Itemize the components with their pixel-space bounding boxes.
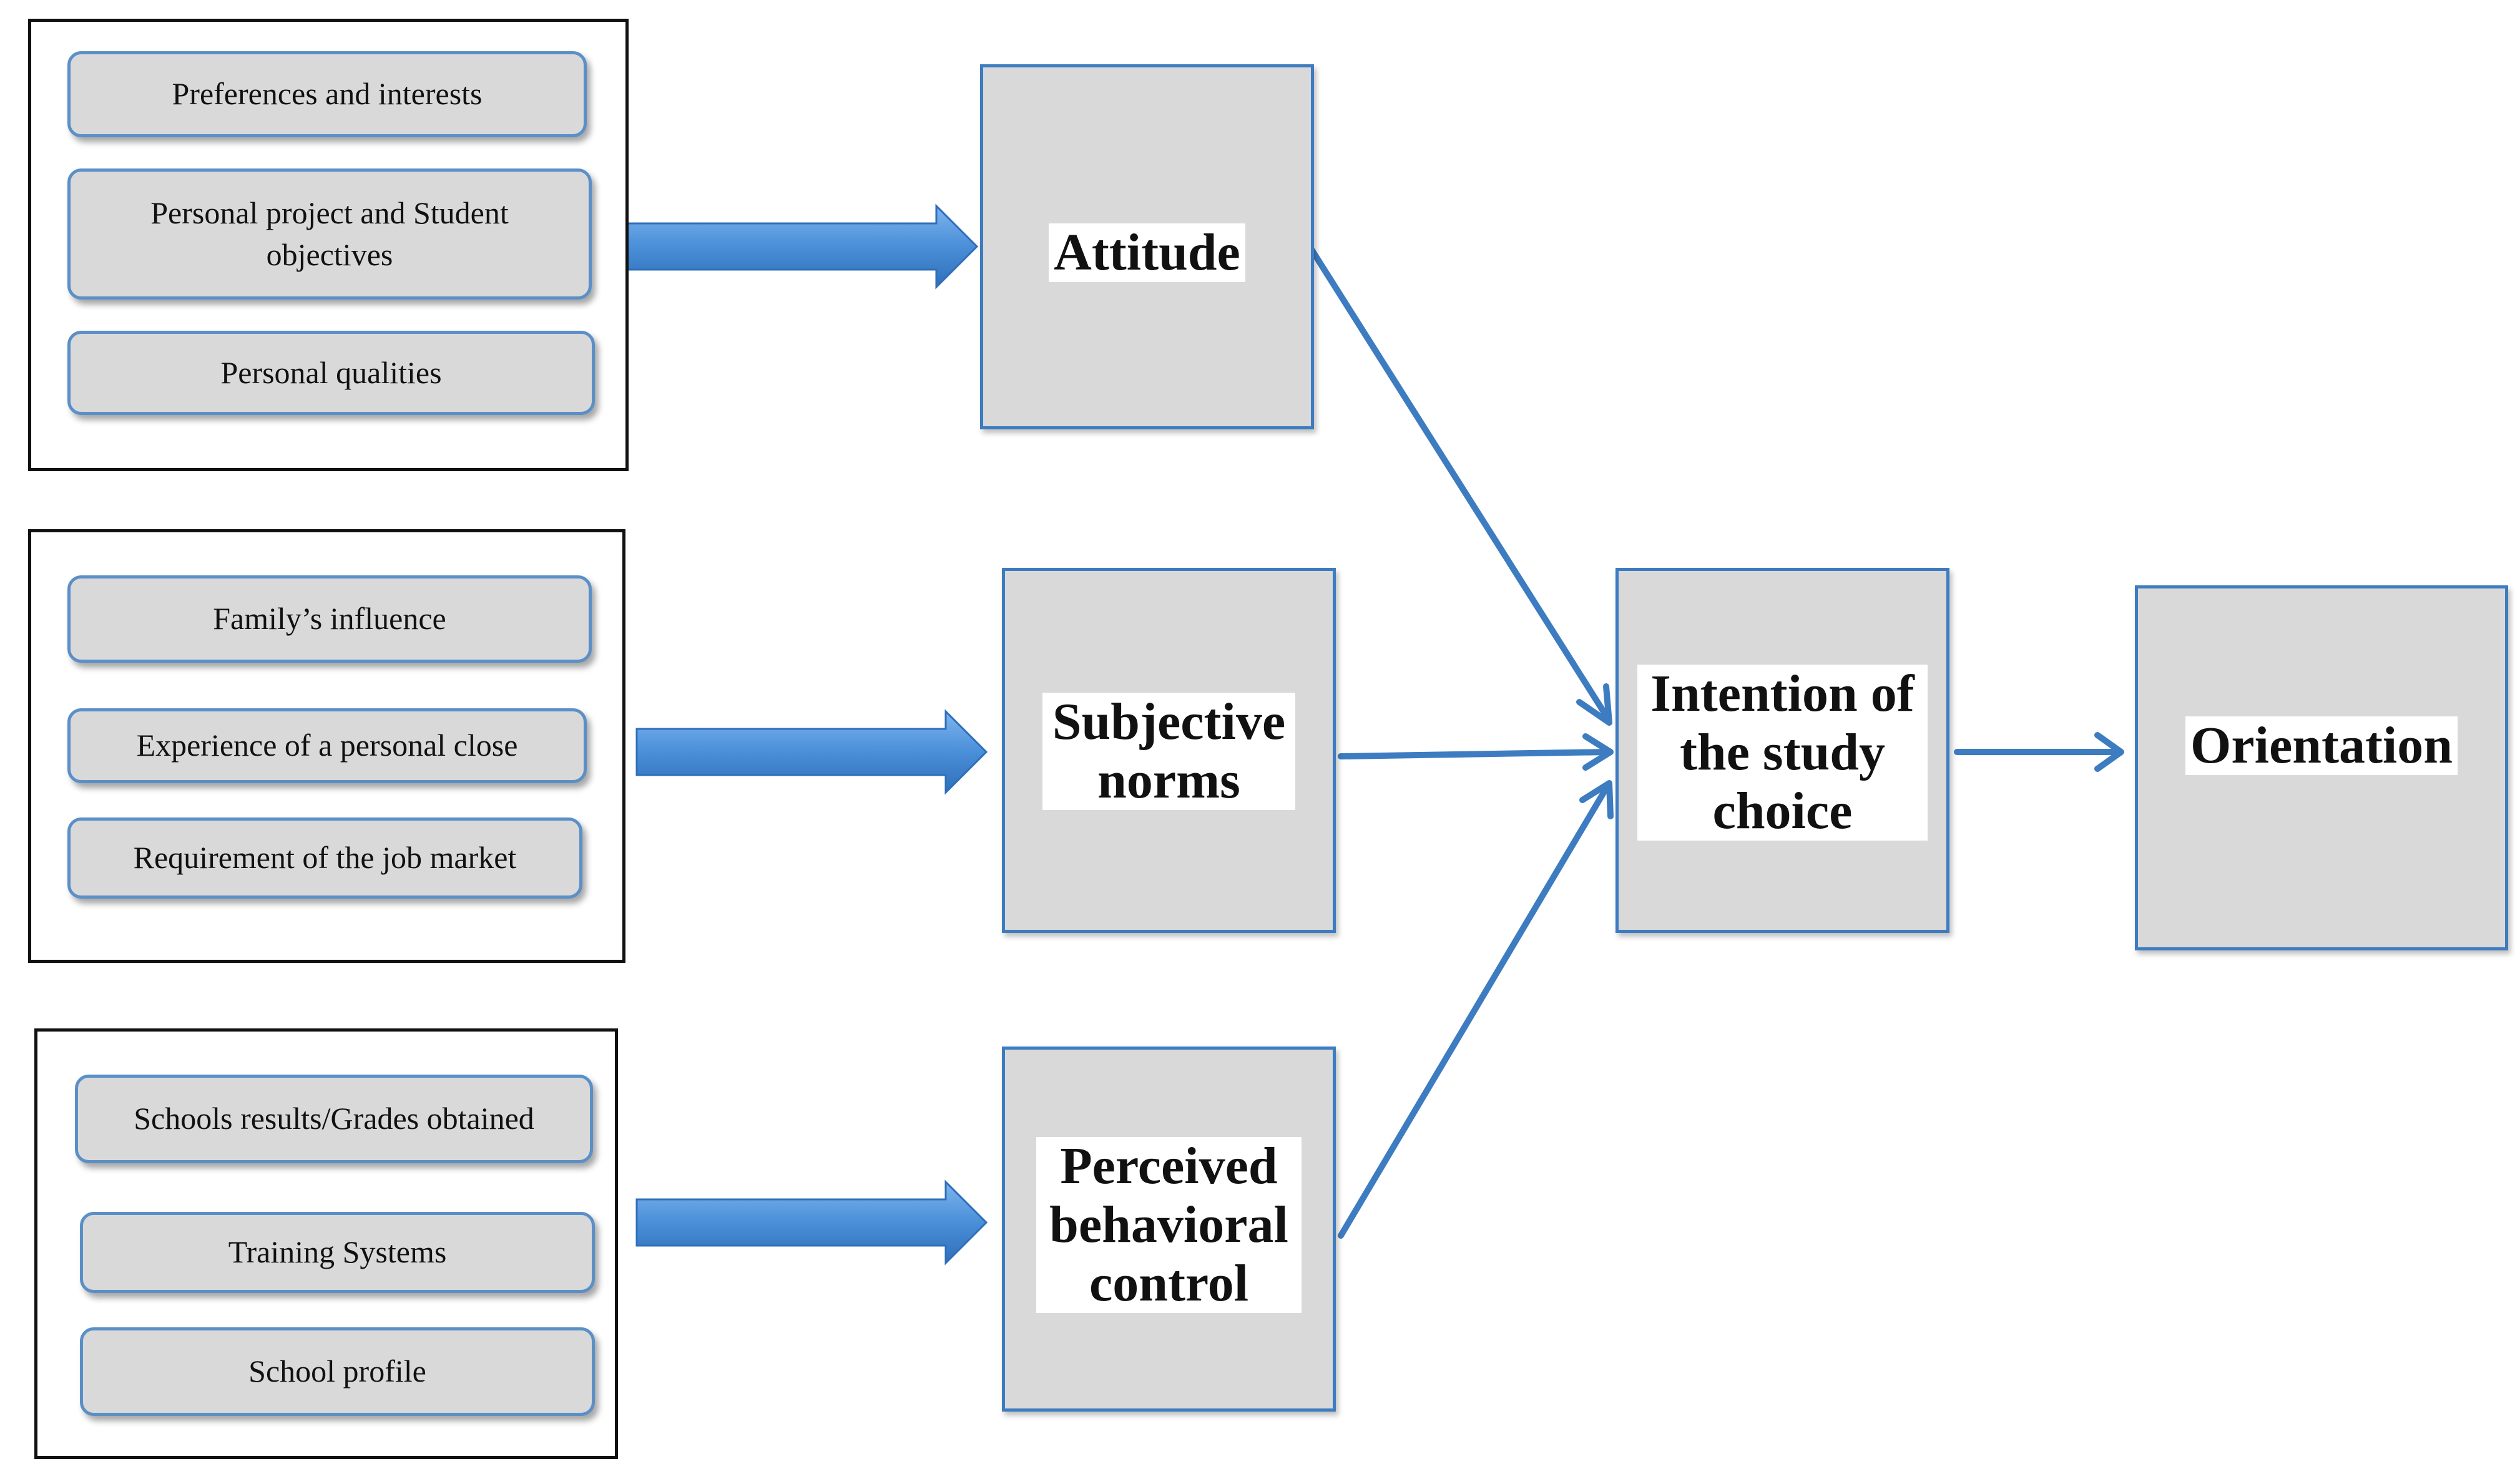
factor-personal-project: Personal project and Student objectives (67, 168, 592, 300)
perceived-behavioral-control-label: Perceived behavioral control (1036, 1137, 1302, 1314)
factor-training-systems: Training Systems (80, 1212, 595, 1293)
arrow-attitude-to-intention-head (1576, 683, 1612, 726)
factor-label: Experience of a personal close (136, 728, 518, 763)
orientation-label: Orientation (2185, 716, 2458, 776)
arrow-norms-to-intention-head (1582, 733, 1614, 771)
factor-label: Family’s influence (213, 601, 446, 637)
intention-label: Intention of the study choice (1637, 665, 1928, 841)
attitude-box: Attitude (980, 64, 1314, 429)
block-arrow-group-2 (635, 709, 988, 795)
subjective-norms-label: Subjective norms (1042, 693, 1295, 811)
perceived-behavioral-control-box: Perceived behavioral control (1002, 1047, 1336, 1412)
intention-box: Intention of the study choice (1615, 568, 1949, 933)
factor-label: Requirement of the job market (133, 840, 517, 876)
factor-family-influence: Family’s influence (67, 575, 592, 663)
factor-label: Personal project and Student objectives (150, 195, 509, 273)
factor-label: Schools results/Grades obtained (134, 1101, 534, 1136)
factor-job-market: Requirement of the job market (67, 817, 582, 899)
arrow-intention-to-orientation-head (2094, 732, 2124, 772)
factor-school-results: Schools results/Grades obtained (75, 1075, 593, 1163)
subjective-norms-box: Subjective norms (1002, 568, 1336, 933)
factor-label: Preferences and interests (172, 76, 483, 112)
arrow-control-to-intention-head (1579, 780, 1614, 819)
attitude-label: Attitude (1049, 223, 1245, 283)
block-arrow-group-3 (635, 1179, 988, 1266)
arrow-control-to-intention (1338, 783, 1611, 1239)
orientation-box: Orientation (2135, 585, 2508, 950)
arrow-norms-to-intention (1338, 749, 1611, 759)
factor-school-profile: School profile (80, 1327, 595, 1416)
factor-personal-qualities: Personal qualities (67, 331, 595, 415)
factor-experience-personal-close: Experience of a personal close (67, 708, 587, 783)
factor-preferences-interests: Preferences and interests (67, 51, 587, 137)
factor-label: Training Systems (228, 1234, 447, 1270)
factor-label: Personal qualities (220, 354, 442, 390)
block-arrow-group-1 (623, 203, 979, 290)
factor-label: School profile (248, 1354, 426, 1389)
arrow-attitude-to-intention (1307, 243, 1611, 721)
